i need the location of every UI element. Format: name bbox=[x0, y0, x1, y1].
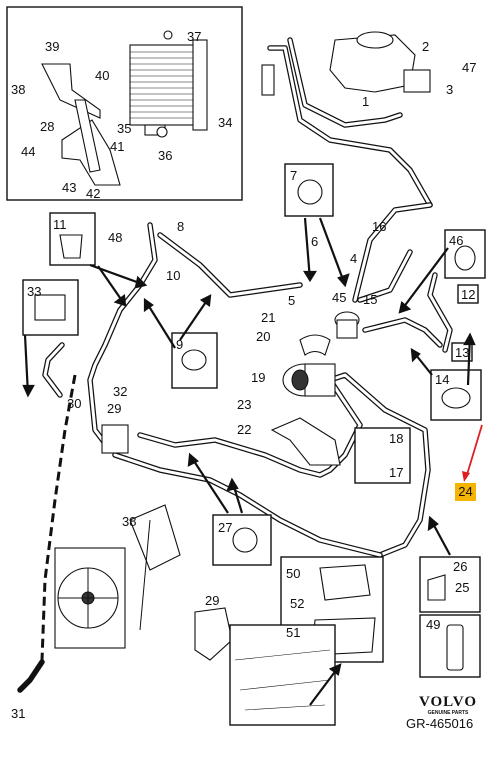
label-13: 13 bbox=[455, 345, 469, 360]
label-44: 44 bbox=[21, 144, 35, 159]
label-40: 40 bbox=[95, 68, 109, 83]
label-12: 12 bbox=[461, 287, 475, 302]
label-22: 22 bbox=[237, 422, 251, 437]
label-51: 51 bbox=[286, 625, 300, 640]
label-25: 25 bbox=[455, 580, 469, 595]
cooling-fan bbox=[54, 547, 126, 649]
hose-8 bbox=[157, 232, 303, 298]
label-4: 4 bbox=[350, 251, 357, 266]
label-52: 52 bbox=[290, 596, 304, 611]
label-32: 32 bbox=[113, 384, 127, 399]
bracket-29-lower bbox=[194, 607, 233, 661]
label-43: 43 bbox=[62, 180, 76, 195]
label-2: 2 bbox=[422, 39, 429, 54]
valve-29 bbox=[101, 424, 129, 454]
label-15: 15 bbox=[363, 292, 377, 307]
highlight-callout-24 bbox=[455, 483, 476, 501]
label-24: 24 bbox=[458, 484, 473, 499]
label-21: 21 bbox=[261, 310, 275, 325]
label-8: 8 bbox=[177, 219, 184, 234]
label-20: 20 bbox=[256, 329, 270, 344]
label-34: 34 bbox=[218, 115, 232, 130]
coolant-bottle bbox=[446, 624, 464, 671]
brand-subtitle: GENUINE PARTS bbox=[427, 710, 469, 716]
label-36: 36 bbox=[158, 148, 172, 163]
label-29-lower: 29 bbox=[205, 593, 219, 608]
label-37: 37 bbox=[187, 29, 201, 44]
label-23: 23 bbox=[237, 397, 251, 412]
screw-37 bbox=[163, 30, 173, 40]
radiator-bracket bbox=[41, 63, 121, 186]
label-33: 33 bbox=[27, 284, 41, 299]
label-27: 27 bbox=[218, 520, 232, 535]
label-18: 18 bbox=[389, 431, 403, 446]
label-5: 5 bbox=[288, 293, 295, 308]
label-10: 10 bbox=[166, 268, 180, 283]
hose-8-10 bbox=[87, 222, 158, 453]
valve-15 bbox=[334, 311, 360, 339]
label-38-upper: 38 bbox=[11, 82, 25, 97]
inset-box-13 bbox=[451, 342, 473, 362]
coolant-pump bbox=[282, 363, 336, 397]
inset-box-9 bbox=[171, 332, 218, 389]
inset-box-17-18 bbox=[354, 427, 411, 484]
bracket-22 bbox=[270, 417, 341, 466]
label-46: 46 bbox=[449, 233, 463, 248]
label-19: 19 bbox=[251, 370, 265, 385]
part-number-labels: 1 2 3 4 5 6 7 8 9 10 11 12 13 14 15 16 1… bbox=[11, 29, 476, 721]
label-11: 11 bbox=[53, 217, 67, 232]
bracket-38-lower bbox=[129, 504, 181, 571]
label-31: 31 bbox=[11, 706, 25, 721]
label-41: 41 bbox=[110, 139, 124, 154]
hose-31 bbox=[17, 659, 45, 693]
label-3: 3 bbox=[446, 82, 453, 97]
label-38-lower: 38 bbox=[122, 514, 136, 529]
label-17: 17 bbox=[389, 465, 403, 480]
reference-code: GR-465016 bbox=[406, 716, 474, 731]
label-9: 9 bbox=[176, 337, 183, 352]
hose-31-dashed bbox=[40, 374, 77, 661]
label-39: 39 bbox=[45, 39, 59, 54]
label-50: 50 bbox=[286, 566, 300, 581]
label-49: 49 bbox=[426, 617, 440, 632]
label-6: 6 bbox=[311, 234, 318, 249]
label-7: 7 bbox=[290, 168, 297, 183]
expansion-tank bbox=[329, 31, 431, 93]
brand-logo: VOLVO GENUINE PARTS bbox=[412, 695, 484, 717]
rod-38 bbox=[139, 519, 151, 631]
label-14: 14 bbox=[435, 372, 449, 387]
label-30: 30 bbox=[67, 396, 81, 411]
label-42: 42 bbox=[86, 186, 100, 201]
leader-arrows bbox=[22, 217, 476, 706]
label-47: 47 bbox=[462, 60, 476, 75]
hose-connector-top bbox=[261, 64, 275, 96]
clamp-20 bbox=[299, 334, 331, 356]
label-48: 48 bbox=[108, 230, 122, 245]
brand-name: VOLVO bbox=[418, 694, 478, 710]
inset-box-vehicle bbox=[229, 624, 336, 726]
label-29-upper: 29 bbox=[107, 401, 121, 416]
radiator-unit bbox=[129, 39, 208, 138]
label-45: 45 bbox=[332, 290, 346, 305]
label-28: 28 bbox=[40, 119, 54, 134]
label-26: 26 bbox=[453, 559, 467, 574]
highlight-pointer-head bbox=[462, 471, 470, 482]
label-16: 16 bbox=[372, 219, 386, 234]
label-35: 35 bbox=[117, 121, 131, 136]
label-1: 1 bbox=[362, 94, 369, 109]
highlight-pointer-line bbox=[465, 424, 483, 479]
inset-box-12 bbox=[457, 284, 479, 304]
